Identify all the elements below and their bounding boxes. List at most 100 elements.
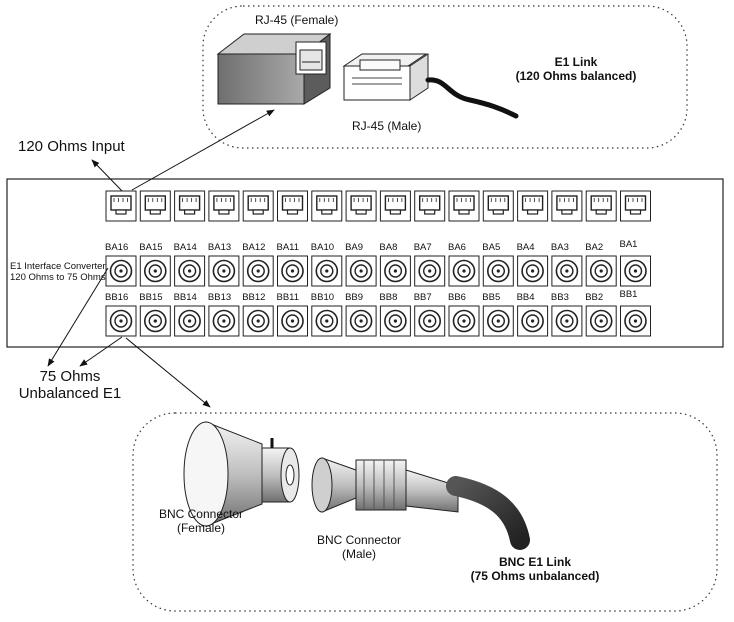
ba-port-label: BA14: [173, 242, 197, 253]
bb-bnc-port: [277, 305, 308, 337]
bnc-male-label: BNC Connector (Male): [300, 533, 418, 562]
ba-bnc-port: [551, 255, 583, 287]
ba-bnc-port: [277, 255, 308, 287]
bb-bnc-port: [517, 305, 549, 337]
bb-port-label: BB5: [482, 292, 501, 303]
rj45-port: [551, 190, 583, 222]
rj45-female-jack: [216, 32, 332, 105]
bb-bnc-port: [448, 305, 480, 337]
unbalanced-line1: 75 Ohms: [39, 368, 101, 385]
ba-bnc-port: [414, 255, 446, 287]
ba-port-label: BA11: [276, 242, 300, 253]
bb-bnc-port: [414, 305, 446, 337]
ba-port-label: BA10: [310, 242, 335, 253]
ba-bnc-port: [379, 255, 411, 287]
bb-bnc-port: [174, 305, 206, 337]
bb-port-label: BB10: [310, 292, 335, 303]
rj45-port: [105, 190, 137, 222]
rj45-female-label: RJ-45 (Female): [255, 13, 339, 27]
bb-bnc-port: [105, 305, 137, 337]
bb-bnc-port: [242, 305, 274, 337]
rj45-port: [208, 190, 240, 222]
e1-link-line2: (120 Ohms balanced): [515, 68, 637, 83]
bb-port-label: BB9: [345, 292, 364, 303]
ba-bnc-port: [139, 255, 171, 287]
bnc-female-line2: (Female): [176, 520, 225, 535]
bb-port-label: BB14: [173, 292, 197, 303]
panel-title: E1 Interface Converter 120 Ohms to 75 Oh…: [10, 261, 106, 284]
ba-port-label: BA12: [242, 242, 266, 253]
port-array: [105, 190, 651, 337]
rj45-port: [345, 190, 377, 222]
arrow-to-unbalanced-label-a: [47, 267, 109, 367]
bb-bnc-port: [208, 305, 240, 337]
bnc-male-line1: BNC Connector: [316, 533, 402, 547]
rj45-port: [242, 190, 274, 222]
bb-bnc-port: [551, 305, 583, 337]
ba-bnc-port: [242, 255, 274, 287]
rj45-port: [139, 190, 171, 222]
bb-port-label: BB3: [550, 292, 569, 303]
bnc-male-connector: [311, 457, 530, 550]
bnc-link-line1: BNC E1 Link: [498, 555, 571, 569]
rj45-port: [414, 190, 446, 222]
e1-link-line1: E1 Link: [554, 55, 598, 69]
rj45-port: [482, 190, 514, 222]
rj45-port: [174, 190, 206, 222]
arrow-to-input-label: [91, 159, 123, 192]
ba-port-label: BA9: [345, 242, 364, 253]
ba-port-label: BA4: [516, 242, 535, 253]
bb-port-label: BB13: [207, 292, 232, 303]
bb-port-label: BB7: [413, 292, 432, 303]
ba-port-label: BA15: [139, 242, 163, 253]
bnc-callout-frame: [132, 412, 718, 612]
ba-port-label: BA2: [585, 242, 604, 253]
ba-bnc-port: [517, 255, 549, 287]
bb-port-label: BB8: [379, 292, 398, 303]
rj45-port: [585, 190, 617, 222]
ba-port-label: BA16: [105, 242, 129, 253]
arrow-to-bnc-detail: [125, 337, 211, 408]
input-label: 120 Ohms Input: [18, 138, 125, 155]
unbalanced-line2: Unbalanced E1: [18, 385, 122, 403]
ba-bnc-port: [208, 255, 240, 287]
bb-port-label: BB2: [585, 292, 604, 303]
bb-bnc-port: [620, 305, 651, 337]
ba-port-label: BA3: [550, 242, 569, 253]
arrow-to-unbalanced-label-b: [79, 336, 123, 367]
bb-bnc-port: [482, 305, 514, 337]
bnc-link-line2: (75 Ohms unbalanced): [470, 568, 600, 583]
rj45-port: [379, 190, 411, 222]
bnc-female-connector: [183, 421, 300, 527]
bb-port-label: BB15: [139, 292, 163, 303]
bnc-male-line2: (Male): [341, 546, 376, 561]
ba-bnc-port: [482, 255, 514, 287]
bb-port-label: BB6: [448, 292, 466, 303]
rj45-port: [277, 190, 308, 222]
bb-port-label: BB16: [105, 292, 129, 303]
bb-bnc-port: [345, 305, 377, 337]
bb-port-label: BB1: [619, 289, 638, 300]
rj45-port: [311, 190, 343, 222]
bnc-link-label: BNC E1 Link (75 Ohms unbalanced): [456, 555, 614, 584]
bb-port-label: BB4: [516, 292, 535, 303]
rj45-male-label: RJ-45 (Male): [352, 119, 422, 133]
ba-port-label: BA5: [482, 242, 501, 253]
rj45-port: [517, 190, 549, 222]
bnc-female-line1: BNC Connector: [158, 507, 244, 521]
rj45-port: [620, 190, 651, 222]
panel-title-line2: 120 Ohms to 75 Ohms: [10, 271, 106, 283]
bb-port-label: BB12: [242, 292, 266, 303]
ba-port-label: BA1: [619, 239, 638, 250]
ba-port-label: BA13: [207, 242, 232, 253]
unbalanced-label: 75 Ohms Unbalanced E1: [0, 368, 140, 403]
bb-bnc-port: [379, 305, 411, 337]
rj45-port: [448, 190, 480, 222]
ba-bnc-port: [448, 255, 480, 287]
ba-bnc-port: [174, 255, 206, 287]
ba-bnc-port: [620, 255, 651, 287]
ba-bnc-port: [345, 255, 377, 287]
ba-bnc-port: [585, 255, 617, 287]
